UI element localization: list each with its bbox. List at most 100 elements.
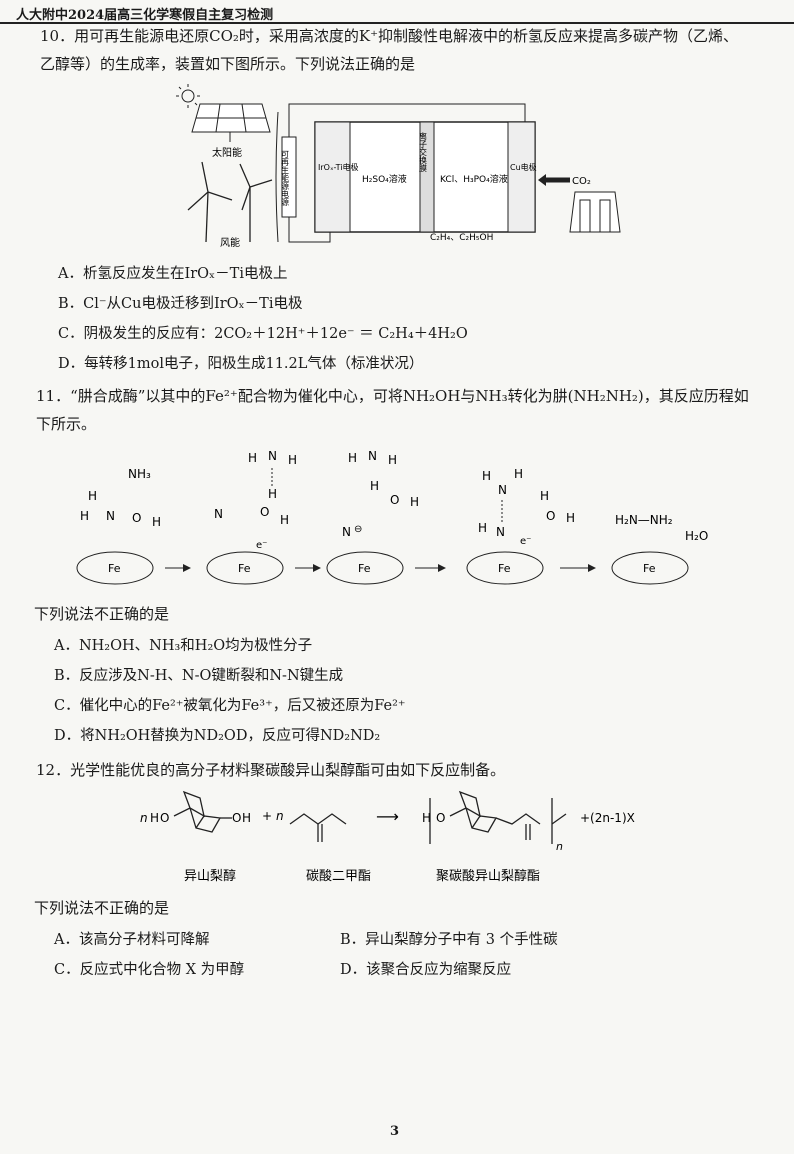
- q11-stem-line2: 下所示。: [36, 415, 97, 433]
- q12-option-b: B．异山梨醇分子中有 3 个手性碳: [340, 932, 558, 948]
- atom-h: H: [540, 489, 549, 503]
- q10-option-a: A．析氢反应发生在IrOₓ－Ti电极上: [58, 266, 288, 282]
- q10-stem-line1: 10．用可再生能源电还原CO₂时，采用高浓度的K⁺抑制酸性电解液中的析氢反应来提…: [40, 27, 739, 45]
- atom-n: N: [496, 525, 505, 539]
- atom-h: H: [150, 811, 159, 825]
- factory-icon: [569, 191, 621, 233]
- fe-center-4: Fe: [498, 562, 511, 575]
- fe-porphyrin-complex-5: [611, 551, 689, 585]
- atom-o: O: [390, 493, 399, 507]
- fe-center-5: Fe: [643, 562, 656, 575]
- atom-o: O: [132, 511, 141, 525]
- atom-h: H: [248, 451, 257, 465]
- atom-n: N: [342, 525, 351, 539]
- polymerization-reaction-figure: n H O O H + n ⟶ H O n +(2n-1)X 异山梨醇 碳酸二甲…: [140, 790, 635, 884]
- atom-o: O: [546, 509, 555, 523]
- fe-center-3: Fe: [358, 562, 371, 575]
- q11-stem-line1: 11．“肼合成酶”以其中的Fe²⁺配合物为催化中心，可将NH₂OH与NH₃转化为…: [36, 387, 749, 405]
- nh3-label: NH₃: [128, 467, 151, 481]
- fe-porphyrin-complex-4: [466, 551, 544, 585]
- atom-h: H: [80, 509, 89, 523]
- polycarbonate-label: 聚碳酸异山梨醇酯: [436, 868, 540, 884]
- atom-h: H: [388, 453, 397, 467]
- exam-header: 人大附中2024届高三化学寒假自主复习检测: [16, 8, 274, 23]
- atom-n: N: [268, 449, 277, 463]
- products-label: C₂H₄、C₂H₅OH: [430, 233, 493, 243]
- atom-h: H: [268, 487, 277, 501]
- atom-o: O: [260, 505, 269, 519]
- sun-icon: [176, 84, 200, 108]
- atom-o: O: [436, 811, 445, 825]
- isosorbide-label: 异山梨醇: [184, 868, 236, 884]
- cathode-plate: [507, 121, 536, 233]
- wind-turbine-icon: [187, 161, 273, 243]
- q12-prompt: 下列说法不正确的是: [34, 899, 170, 917]
- byproduct-x: +(2n-1)X: [580, 811, 635, 825]
- isosorbide-structure: [173, 790, 232, 833]
- reaction-mechanism-figure: NH₃ H H N O H Fe H N H H N O H e⁻ Fe H N…: [76, 449, 708, 585]
- q10-option-c: C．阴极发生的反应有：2CO₂＋12H⁺＋12e⁻ ＝ C₂H₄＋4H₂O: [58, 326, 468, 342]
- atom-o: O: [232, 811, 241, 825]
- electrolysis-apparatus-figure: 太阳能 风能 可再生能源电源 IrOₓ-Ti电极 H₂SO₄溶液 离子交换膜 K…: [176, 84, 621, 249]
- fe-center-1: Fe: [108, 562, 121, 575]
- power-source-label: 可再生能源电源: [281, 150, 290, 207]
- q12-option-d: D．该聚合反应为缩聚反应: [340, 962, 512, 978]
- atom-n: N: [498, 483, 507, 497]
- coefficient-n: n: [140, 811, 148, 825]
- fe-porphyrin-complex-2: [206, 551, 284, 585]
- q10-option-b: B．Cl⁻从Cu电极迁移到IrOₓ－Ti电极: [58, 296, 303, 312]
- anode-label: IrOₓ-Ti电极: [318, 162, 359, 172]
- electron-label: e⁻: [256, 540, 267, 551]
- coefficient-n: n: [276, 809, 284, 823]
- atom-h: H: [348, 451, 357, 465]
- polycarbonate-structure: [429, 790, 567, 844]
- atom-h: H: [566, 511, 575, 525]
- wind-label: 风能: [220, 236, 240, 249]
- q12-option-c: C．反应式中化合物 X 为甲醇: [54, 962, 245, 978]
- header-rule: [0, 22, 794, 24]
- atom-o: O: [160, 811, 169, 825]
- q11-option-c: C．催化中心的Fe²⁺被氧化为Fe³⁺，后又被还原为Fe²⁺: [54, 698, 406, 714]
- atom-h: H: [478, 521, 487, 535]
- atom-h: H: [422, 811, 431, 825]
- atom-n: N: [214, 507, 223, 521]
- cathode-label: Cu电极: [510, 162, 537, 172]
- atom-h: H: [280, 513, 289, 527]
- page-number: 3: [390, 1124, 400, 1139]
- q11-option-a: A．NH₂OH、NH₃和H₂O均为极性分子: [54, 638, 313, 654]
- q10-option-d: D．每转移1mol电子，阳极生成11.2L气体（标准状况）: [58, 356, 424, 372]
- q10-stem-line2: 乙醇等）的生成率，装置如下图所示。下列说法正确的是: [40, 55, 416, 73]
- co2-label: CO₂: [572, 176, 591, 187]
- catholyte-label: KCl、H₃PO₄溶液: [440, 173, 508, 185]
- hydrazine-product: H₂N—NH₂: [615, 513, 673, 527]
- dimethyl-carbonate-label: 碳酸二甲酯: [306, 869, 371, 884]
- reaction-arrow: ⟶: [376, 807, 399, 826]
- fe-porphyrin-complex-3: [326, 551, 404, 585]
- repeat-unit-n: n: [556, 840, 563, 853]
- anode-plate: [314, 121, 351, 233]
- dimethyl-carbonate-structure: [289, 813, 347, 842]
- anolyte-label: H₂SO₄溶液: [362, 173, 407, 185]
- atom-n: N: [368, 449, 377, 463]
- atom-h: H: [88, 489, 97, 503]
- q12-stem: 12．光学性能优良的高分子材料聚碳酸异山梨醇酯可由如下反应制备。: [36, 761, 506, 779]
- water-product: H₂O: [685, 529, 708, 543]
- solar-panel-icon: [191, 103, 271, 142]
- atom-h: H: [370, 479, 379, 493]
- fe-porphyrin-complex-1: [76, 551, 154, 585]
- q11-prompt: 下列说法不正确的是: [34, 605, 170, 623]
- atom-h: H: [482, 469, 491, 483]
- atom-h: H: [514, 467, 523, 481]
- membrane-label: 离子交换膜: [419, 131, 428, 173]
- solar-label: 太阳能: [212, 146, 242, 159]
- q12-option-a: A．该高分子材料可降解: [54, 932, 210, 948]
- electron-label: e⁻: [520, 536, 531, 547]
- atom-h: H: [242, 811, 251, 825]
- plus-sign: +: [262, 809, 272, 823]
- atom-h: H: [152, 515, 161, 529]
- atom-h: H: [410, 495, 419, 509]
- atom-h: H: [288, 453, 297, 467]
- ion-exchange-membrane: [419, 121, 435, 233]
- negative-charge: ⊖: [354, 524, 362, 535]
- q11-option-d: D．将NH₂OH替换为ND₂OD，反应可得ND₂ND₂: [54, 728, 381, 744]
